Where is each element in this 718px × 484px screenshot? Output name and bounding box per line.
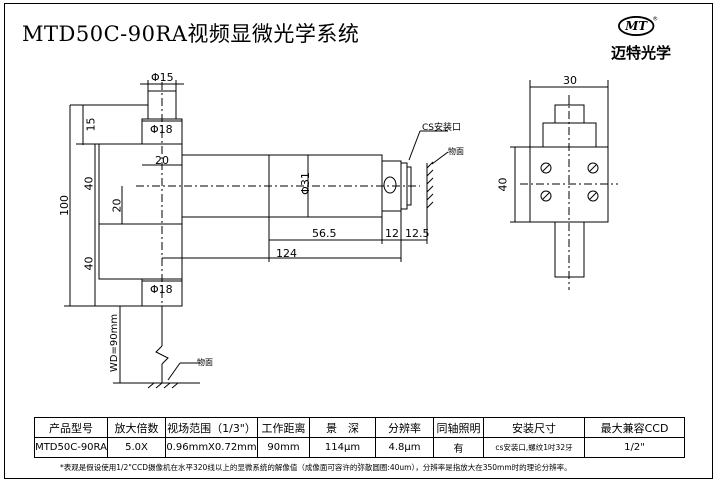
dim-20-width: 20: [155, 154, 169, 167]
screw-icon: [540, 162, 552, 174]
dim-100: 100: [58, 195, 71, 216]
table-row: MTD50C-90RA 5.0X 0.96mmX0.72mm 90mm 114μ…: [34, 437, 685, 458]
header-cell: 安装尺寸: [483, 417, 585, 438]
table-cell: 5.0X: [107, 437, 166, 458]
dim-40-upper: 40: [82, 176, 96, 191]
adapter-logo-icon: [383, 176, 397, 194]
screw-icon: [587, 190, 599, 202]
table-cell: MTD50C-90RA: [34, 437, 108, 458]
object-plane-label-bottom: 物面: [197, 358, 213, 367]
table-cell: cs安装口,螺纹1吋32牙: [483, 437, 585, 458]
company-logo: MT ® 迈特光学: [606, 14, 676, 70]
spec-table: 产品型号 放大倍数 视场范围（1/3"） 工作距离 景 深 分辨率 同轴照明 安…: [34, 417, 685, 458]
dim-phi31: Φ31: [298, 172, 312, 195]
dim-40-lower: 40: [82, 256, 96, 271]
header-cell: 同轴照明: [433, 417, 484, 438]
table-cell: 90mm: [257, 437, 310, 458]
logo-mark-text: MT: [624, 19, 648, 33]
spec-table-header: 产品型号 放大倍数 视场范围（1/3"） 工作距离 景 深 分辨率 同轴照明 安…: [34, 417, 685, 438]
cs-interface-label: CS安装口: [422, 123, 461, 133]
screw-icon: [587, 162, 599, 174]
header-cell: 产品型号: [34, 417, 108, 438]
header-cell: 最大兼容CCD: [584, 417, 685, 438]
table-cell: 1/2": [584, 437, 685, 458]
mt-logo-icon: MT ®: [618, 16, 658, 36]
dim-15: 15: [84, 117, 98, 132]
dim-phi18-top: Φ18: [150, 123, 173, 136]
dim-side-30: 30: [563, 74, 577, 87]
table-cell: 有: [433, 437, 484, 458]
header-cell: 视场范围（1/3"）: [165, 417, 258, 438]
dim-12: 12: [385, 227, 399, 240]
dim-phi18-bottom: Φ18: [150, 283, 173, 296]
drawing-frame: [4, 3, 713, 479]
dim-124: 124: [276, 247, 297, 260]
dim-side-40: 40: [496, 177, 510, 192]
dim-56-5: 56.5: [312, 227, 337, 240]
table-cell: 114μm: [309, 437, 376, 458]
dim-20-vertical: 20: [110, 198, 124, 213]
dim-working-distance: WD=90mm: [109, 313, 121, 373]
object-plane-label-top: 物面: [448, 147, 464, 156]
footnote: *表观是假设使用1/2"CCD摄像机在水平320线以上的显微系统的解像值（成像面…: [60, 463, 572, 472]
header-cell: 景 深: [309, 417, 376, 438]
header-cell: 工作距离: [257, 417, 310, 438]
document-title: MTD50C-90RA视频显微光学系统: [22, 22, 360, 46]
dim-phi15: Φ15: [151, 71, 174, 84]
screw-icon: [540, 190, 552, 202]
dim-12-5: 12.5: [405, 227, 430, 240]
table-cell: 0.96mmX0.72mm: [165, 437, 258, 458]
company-name: 迈特光学: [610, 44, 671, 62]
header-cell: 放大倍数: [107, 417, 166, 438]
table-cell: 4.8μm: [375, 437, 434, 458]
registered-mark: ®: [653, 16, 658, 23]
header-cell: 分辨率: [375, 417, 434, 438]
